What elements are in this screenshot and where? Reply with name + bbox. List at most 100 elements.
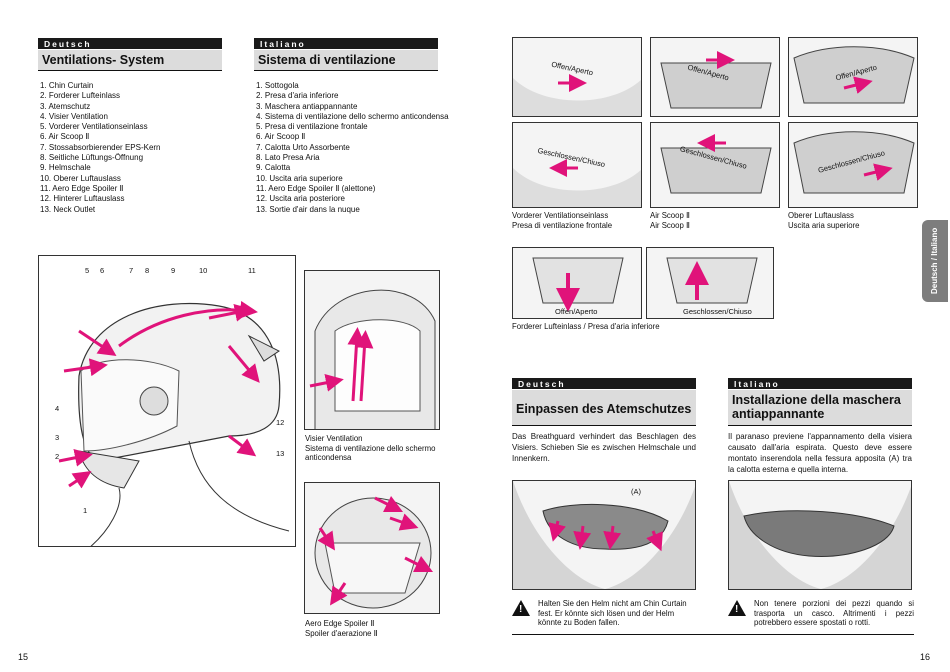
helmet-side-illustration [58,300,290,546]
caption-line: Uscita aria superiore [788,220,860,230]
front-vent-closed-photo: Geschlossen/Chiuso [512,122,642,208]
list-item: 1. Sottogola [256,81,299,90]
list-item: 9. Helmschale [40,163,91,173]
list-item: 2. Presa d'aria inferiore [256,91,339,101]
list-item: 2. Forderer Lufteinlass [40,91,121,101]
section-tag-italiano: Italiano [254,38,438,49]
list-item: 11. Aero Edge Spoiler Ⅱ (alettone) [256,183,376,193]
footer-divider [512,634,914,635]
warning-icon-it: ! [728,600,746,618]
section-title-breathguard-de: Einpassen des Atemschutzes [512,390,696,426]
list-item: 10. Uscita aria superiore [256,173,343,183]
caption-line: Visier Ventilation [305,434,363,443]
list-item: 8. Lato Presa Aria [256,153,320,163]
page-number-left: 15 [18,652,29,662]
label-closed: Geschlossen/Chiuso [683,307,752,316]
caption-line: Presa di ventilazione frontale [512,220,613,230]
warning-text-de: Halten Sie den Helm nicht am Chin Curtai… [538,599,687,628]
callout-9: 9 [171,266,176,275]
top-outlet-closed-photo: Geschlossen/Chiuso [788,122,918,208]
list-item: 7. Calotta Urto Assorbente [256,142,350,152]
list-item: 7. Stossabsorbierender EPS-Kern [40,142,161,152]
list-item: 3. Maschera antiappannante [256,101,358,111]
list-item: 10. Oberer Luftauslass [40,173,121,183]
list-item: 1. Chin Curtain [40,81,94,90]
breathguard-install-photo: (A) [512,480,696,590]
warning-text-it: Non tenere porzioni dei pezzi quando si … [754,599,914,628]
front-vent-open-photo: Offen/Aperto [512,37,642,117]
breathguard-installed-photo [728,480,912,590]
section-tag-deutsch: Deutsch [38,38,222,49]
list-item: 13. Neck Outlet [40,204,96,214]
section-title-ventilation-de: Ventilations- System [38,50,222,71]
list-item: 5. Vorderer Ventilationseinlass [40,122,148,132]
breathguard-install-illustration [513,481,695,589]
section-tag-deutsch-right: Deutsch [512,378,696,389]
spoiler-photo [304,482,440,614]
callout-13: 13 [276,449,285,458]
list-item: 3. Atemschutz [40,101,91,111]
lower-inlet-open-illustration [532,257,624,312]
list-item: 8. Seitliche Lüftungs-Öffnung [40,153,144,163]
visor-illustration [309,289,436,429]
callout-5: 5 [85,266,90,275]
breathguard-installed-illustration [729,481,911,589]
caption-line: anticondensa [305,453,352,463]
list-item: 6. Air Scoop Ⅱ [40,132,90,142]
lower-inlet-closed-illustration [666,257,758,304]
label-a: (A) [631,487,641,496]
visor-ventilation-photo [304,270,440,430]
helmet-ventilation-diagram: 5 6 7 8 9 10 11 4 3 2 1 12 13 [38,255,296,547]
list-item: 5. Presa di ventilazione frontale [256,122,368,132]
caption-line: Spoiler d'aerazione Ⅱ [305,628,378,638]
list-item: 12. Uscita aria posteriore [256,194,345,204]
lower-inlet-caption: Forderer Lufteinlass / Presa d'aria infe… [512,322,660,331]
page-number-right: 16 [920,652,931,662]
label-open: Offen/Aperto [555,307,598,316]
spoiler-illustration [314,495,434,609]
callout-12: 12 [276,418,285,427]
warning-icon-de: ! [512,600,530,618]
list-item: 4. Visier Ventilation [40,111,108,121]
caption-line: Air Scoop Ⅱ [650,220,690,230]
caption-line: Air Scoop Ⅱ [650,211,690,220]
lower-inlet-open-photo: Offen/Aperto [512,247,642,319]
callout-1: 1 [83,506,88,515]
list-item: 6. Air Scoop Ⅱ [256,132,306,142]
list-item: 12. Hinterer Luftauslass [40,194,125,204]
language-side-tab: Deutsch / Italiano [922,220,948,302]
air-scoop-closed-photo: Geschlossen/Chiuso [650,122,780,208]
list-item: 9. Calotta [256,163,291,173]
breathguard-text-de: Das Breathguard verhindert das Beschlage… [512,432,696,463]
callout-8: 8 [145,266,150,275]
callout-6: 6 [100,266,105,275]
top-outlet-open-illustration [793,46,915,104]
callout-10: 10 [199,266,208,275]
air-scoop-open-photo: Offen/Aperto [650,37,780,117]
lower-inlet-closed-photo: Geschlossen/Chiuso [646,247,774,319]
section-title-breathguard-it: Installazione della maschera antiappanna… [728,390,912,426]
callout-3: 3 [55,433,60,442]
front-vent-open-illustration [513,74,641,116]
list-item: 4. Sistema di ventilazione dello schermo… [256,111,449,121]
section-tag-italiano-right: Italiano [728,378,912,389]
list-item: 13. Sortie d'air dans la nuque [256,204,360,214]
caption-line: Vorderer Ventilationseinlass [512,211,609,220]
top-outlet-open-photo: Offen/Aperto [788,37,918,117]
callout-7: 7 [129,266,134,275]
callout-11: 11 [248,266,256,275]
caption-line: Aero Edge Spoiler Ⅱ [305,619,375,628]
top-outlet-closed-illustration [793,131,915,194]
air-scoop-open-illustration [660,51,772,109]
callout-2: 2 [55,452,60,461]
callout-4: 4 [55,404,60,413]
list-item: 11. Aero Edge Spoiler Ⅱ [40,183,124,193]
caption-line: Oberer Luftauslass [788,211,854,220]
